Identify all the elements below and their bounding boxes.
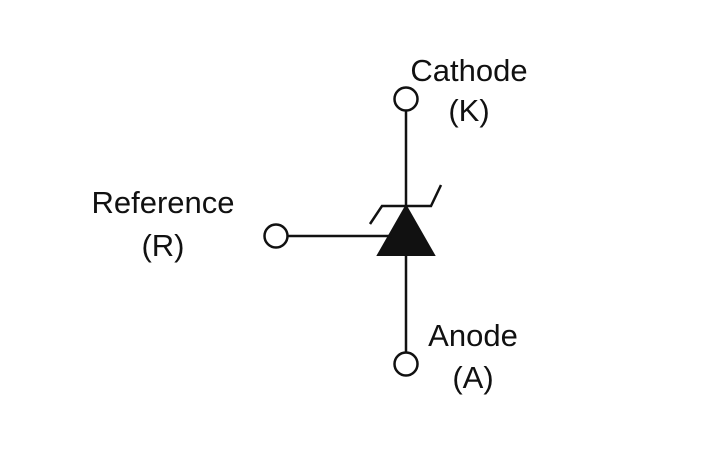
- diode-triangle: [376, 203, 436, 256]
- anode-symbol-label: (A): [452, 360, 493, 395]
- anode-terminal: [393, 351, 419, 377]
- cathode-label: Cathode: [410, 53, 527, 88]
- reference-symbol-label: (R): [141, 228, 184, 263]
- anode-label: Anode: [428, 318, 518, 353]
- reference-label: Reference: [91, 185, 234, 220]
- cathode-terminal: [393, 86, 419, 112]
- cathode-symbol-label: (K): [448, 93, 489, 128]
- reference-terminal: [263, 223, 289, 249]
